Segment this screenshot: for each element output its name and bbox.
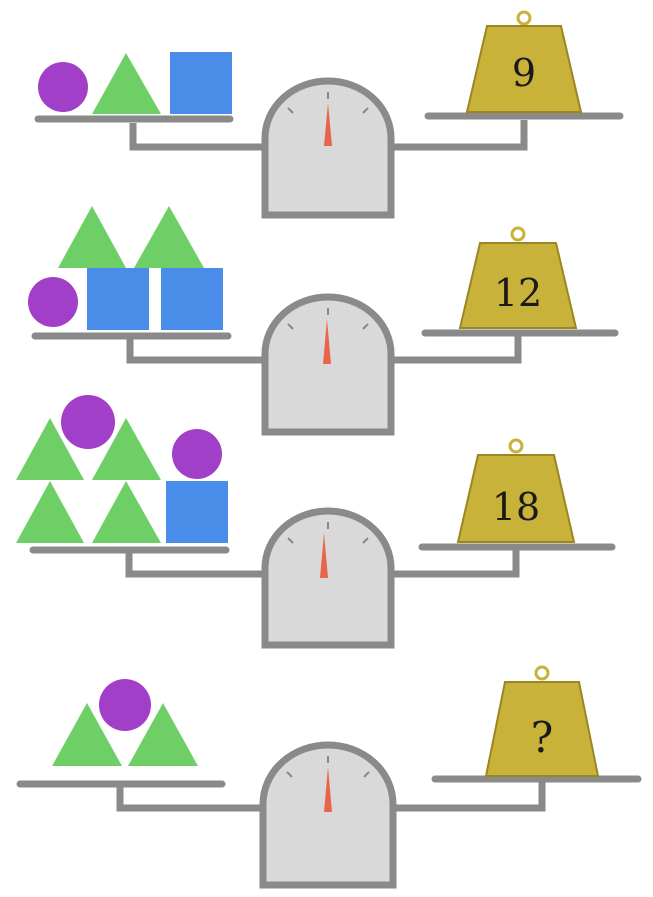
circle-shape [61, 395, 115, 449]
triangle-shape [58, 206, 126, 268]
circle-shape [38, 62, 88, 112]
square-shape [161, 268, 223, 330]
left-objects [52, 679, 198, 766]
dial-housing [265, 297, 391, 432]
dial-housing [265, 81, 391, 215]
weight-label: ? [531, 713, 554, 762]
square-shape [170, 52, 232, 114]
weight-ring [512, 228, 524, 240]
left-objects [38, 52, 232, 114]
triangle-shape [16, 481, 84, 543]
left-objects [16, 395, 228, 543]
triangle-shape [92, 53, 161, 114]
weight-ring [518, 12, 530, 24]
right-arm [393, 120, 524, 147]
right-arm [393, 335, 518, 360]
square-shape [87, 268, 149, 330]
triangle-shape [134, 206, 204, 268]
triangle-shape [92, 481, 161, 543]
weight-ring [510, 440, 522, 452]
weight: 12 [460, 228, 576, 328]
weight: 18 [458, 440, 574, 542]
weight-label: 18 [492, 485, 540, 529]
circle-shape [28, 277, 78, 327]
circle-shape [172, 429, 222, 479]
weight: 9 [467, 12, 581, 112]
scale-row-1: 9 [38, 12, 620, 215]
right-arm [393, 549, 516, 574]
scale-row-2: 12 [28, 206, 615, 432]
left-objects [28, 206, 223, 330]
left-arm [130, 339, 262, 360]
left-arm [129, 553, 262, 574]
weight: ? [486, 667, 598, 776]
weight-label: 12 [494, 271, 542, 315]
left-arm [120, 787, 262, 808]
circle-shape [99, 679, 151, 731]
right-arm [393, 781, 542, 808]
weight-ring [536, 667, 548, 679]
left-arm [133, 123, 262, 147]
dial-housing [263, 745, 393, 885]
square-shape [166, 481, 228, 543]
scale-row-4: ? [20, 667, 638, 885]
weight-label: 9 [512, 51, 536, 95]
